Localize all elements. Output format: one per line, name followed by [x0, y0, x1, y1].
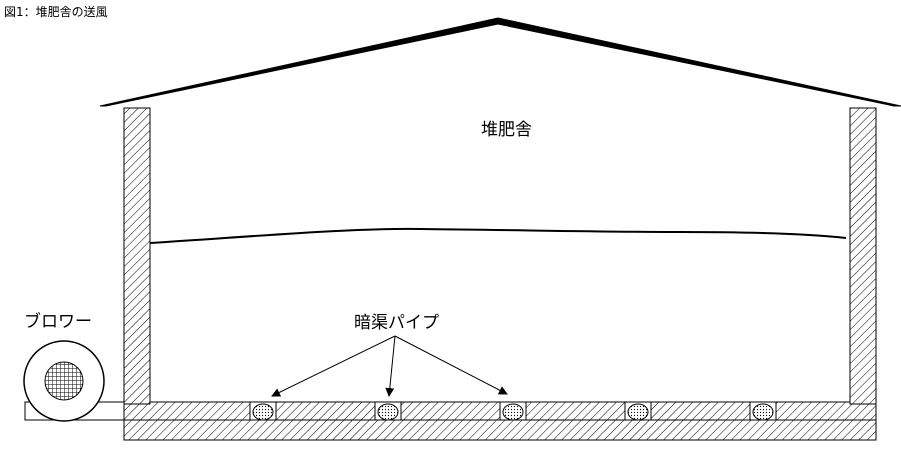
drainage-pipe [499, 401, 527, 421]
figure-caption: 図1：堆肥舎の送風 [4, 5, 108, 19]
drainage-pipe [249, 401, 277, 421]
building-label: 堆肥舎 [481, 120, 532, 140]
blower-fan-icon [44, 361, 84, 401]
drainage-pipe [374, 401, 402, 421]
drainage-pipe [624, 401, 652, 421]
roof [99, 17, 901, 107]
compost-pile-surface [149, 227, 847, 244]
blower [23, 340, 125, 422]
blower-label: ブロワー [24, 311, 92, 332]
drainage-pipe [749, 401, 777, 421]
pipe-arrows [271, 335, 508, 397]
pipes-label: 暗渠パイプ [354, 313, 439, 333]
drainage-pipes [249, 401, 777, 421]
left-wall [123, 107, 151, 405]
right-wall [849, 107, 877, 405]
